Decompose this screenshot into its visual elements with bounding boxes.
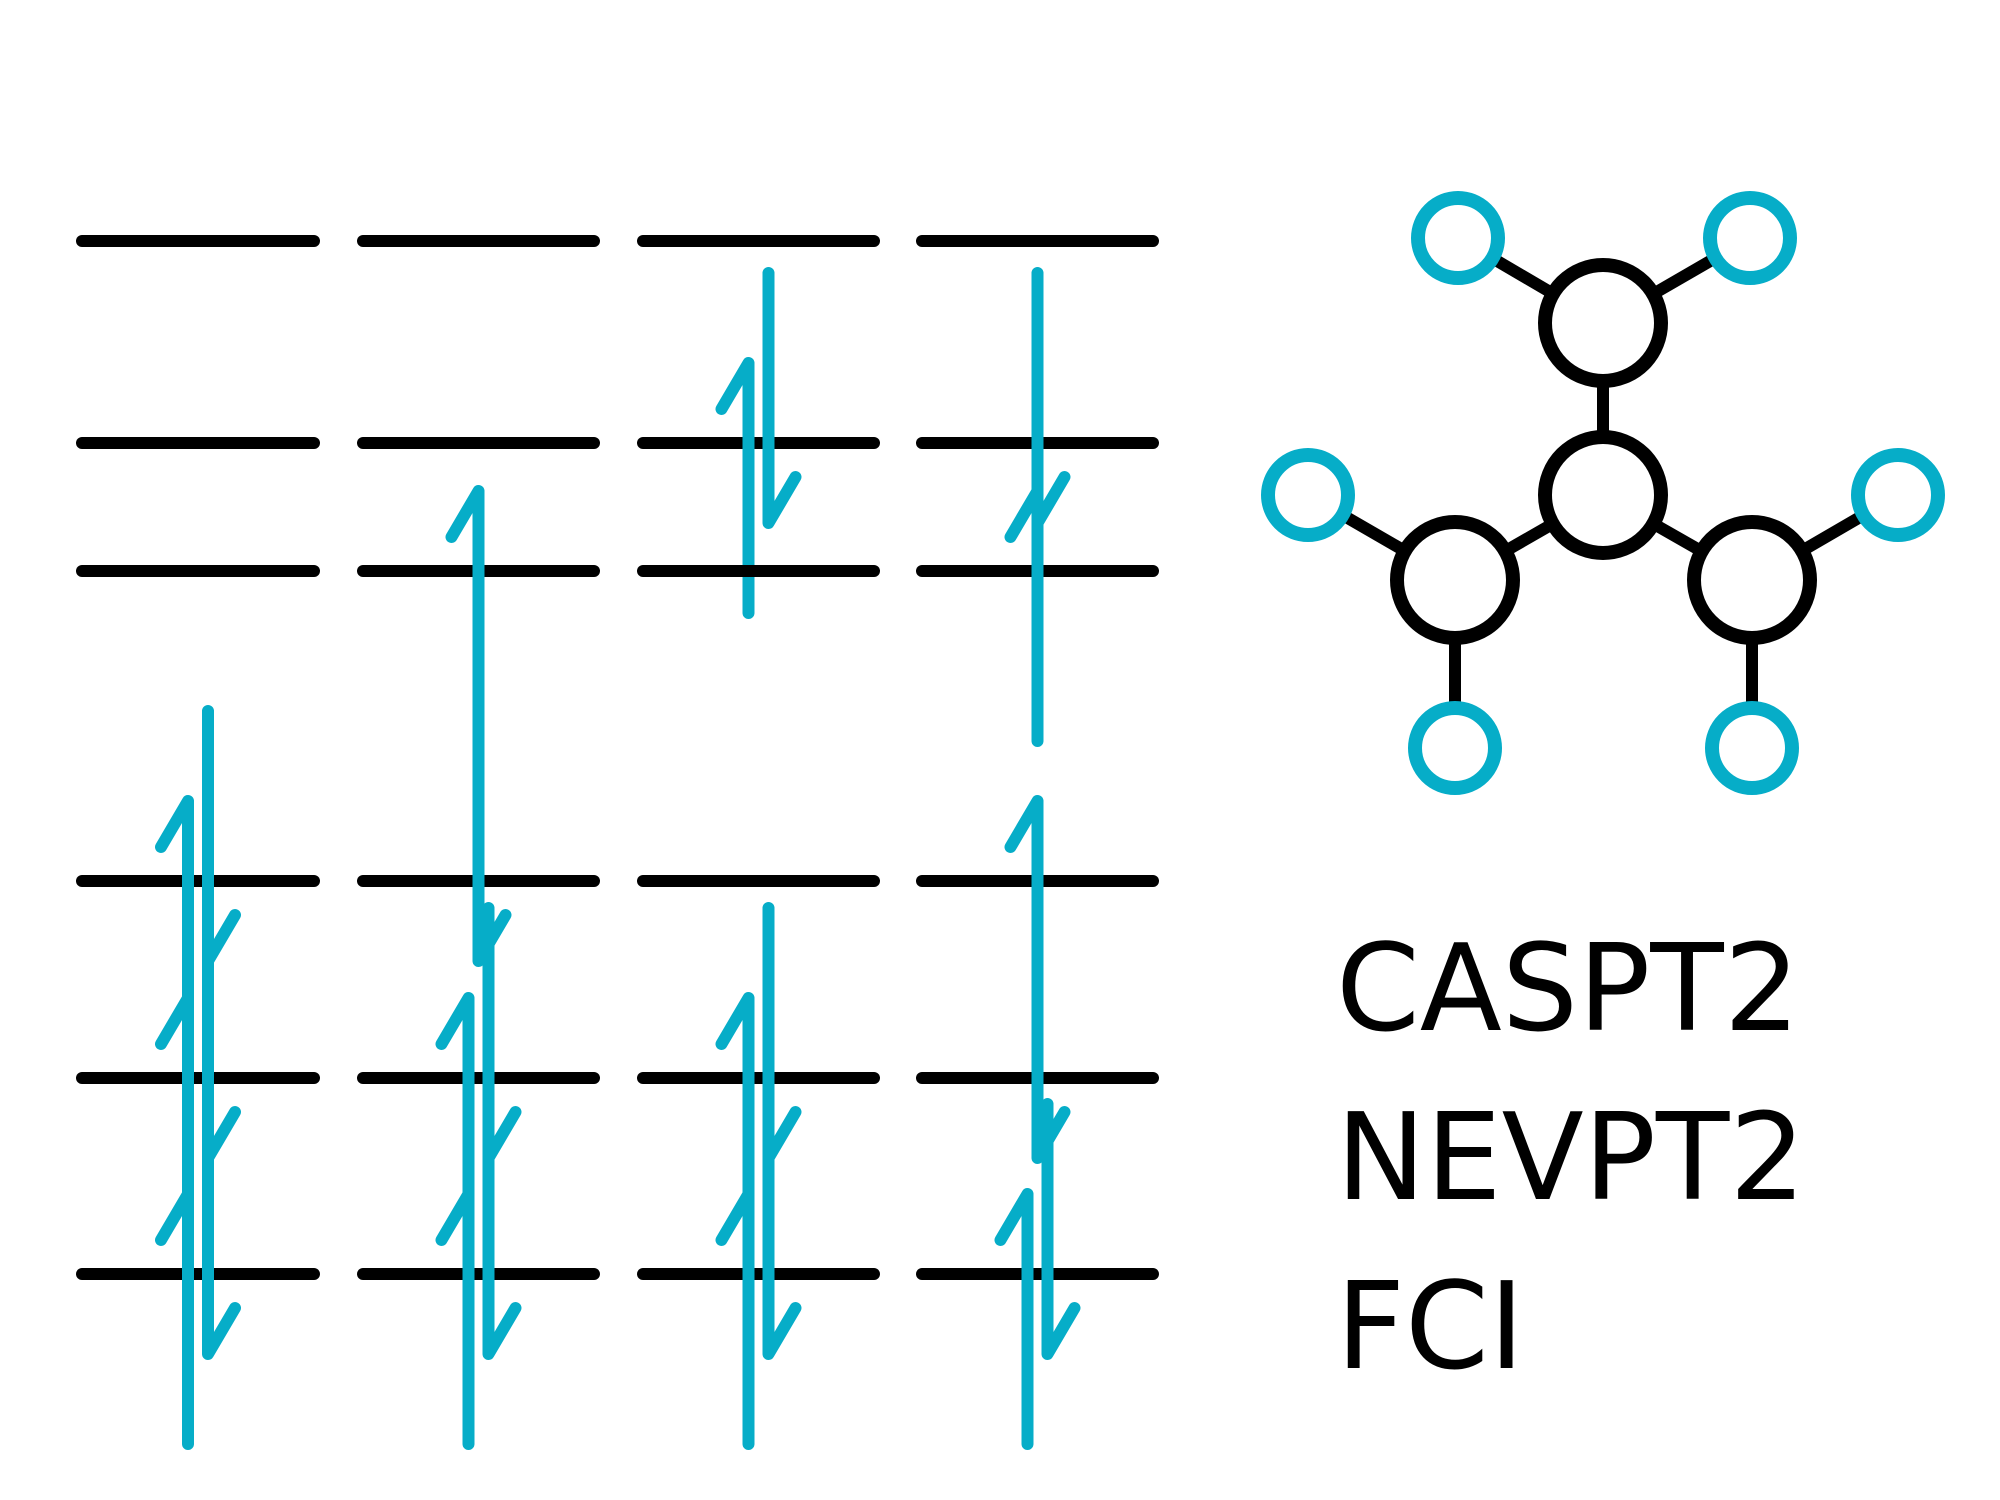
orbital-level-r4-c2 (357, 705, 600, 967)
spin-up-electron (155, 992, 194, 1254)
spin-up-electron (435, 992, 475, 1254)
hydrogen-atom (1408, 701, 1502, 795)
spin-down-electron (1031, 267, 1071, 529)
spin-down-electron (762, 267, 802, 529)
orbital-level-r6-c1 (76, 1098, 320, 1450)
molecule-icon (1261, 191, 1945, 795)
hydrogen-atom (1411, 191, 1505, 285)
spin-up-electron (435, 1188, 475, 1450)
heavy-atom (1687, 515, 1817, 645)
hydrogen-atom (1261, 448, 1355, 542)
spin-up-electron (155, 795, 194, 1057)
hydrogen-atom (1705, 701, 1799, 795)
orbital-level-r3-c2 (357, 485, 600, 747)
hydrogen-atom (1703, 191, 1797, 285)
orbital-level-r3-c4 (916, 485, 1159, 747)
hydrogen-atom (1851, 448, 1945, 542)
energy-level-diagram (76, 235, 1159, 1450)
spin-up-electron (715, 992, 755, 1254)
heavy-atom (1538, 258, 1668, 388)
spin-up-electron (994, 1188, 1034, 1450)
orbital-level-r5-c3 (637, 902, 880, 1254)
orbital-level-r6-c3 (637, 1098, 880, 1450)
heavy-atom (1538, 430, 1668, 560)
orbital-level-r6-c4 (916, 1098, 1159, 1450)
orbital-level-r5-c4 (916, 902, 1159, 1164)
spin-down-electron (472, 705, 512, 967)
spin-down-electron (482, 1098, 522, 1360)
orbital-level-r4-c1 (76, 705, 320, 1057)
spin-down-electron (1041, 1098, 1081, 1360)
spin-down-electron (202, 1098, 241, 1360)
spin-up-electron (1004, 485, 1044, 747)
spin-up-electron (155, 1188, 194, 1450)
orbital-level-r6-c2 (357, 1098, 600, 1450)
method-label-fci: FCI (1336, 1258, 1525, 1397)
method-label-caspt2: CASPT2 (1336, 920, 1801, 1059)
spin-up-electron (445, 485, 485, 747)
spin-up-electron (715, 1188, 755, 1450)
heavy-atom (1390, 515, 1520, 645)
spin-down-electron (762, 1098, 802, 1360)
orbital-level-r2-c3 (637, 267, 880, 619)
spin-down-electron (1031, 902, 1071, 1164)
spin-up-electron (715, 357, 755, 619)
orbital-level-r5-c1 (76, 902, 320, 1254)
method-label-nevpt2: NEVPT2 (1336, 1089, 1806, 1228)
